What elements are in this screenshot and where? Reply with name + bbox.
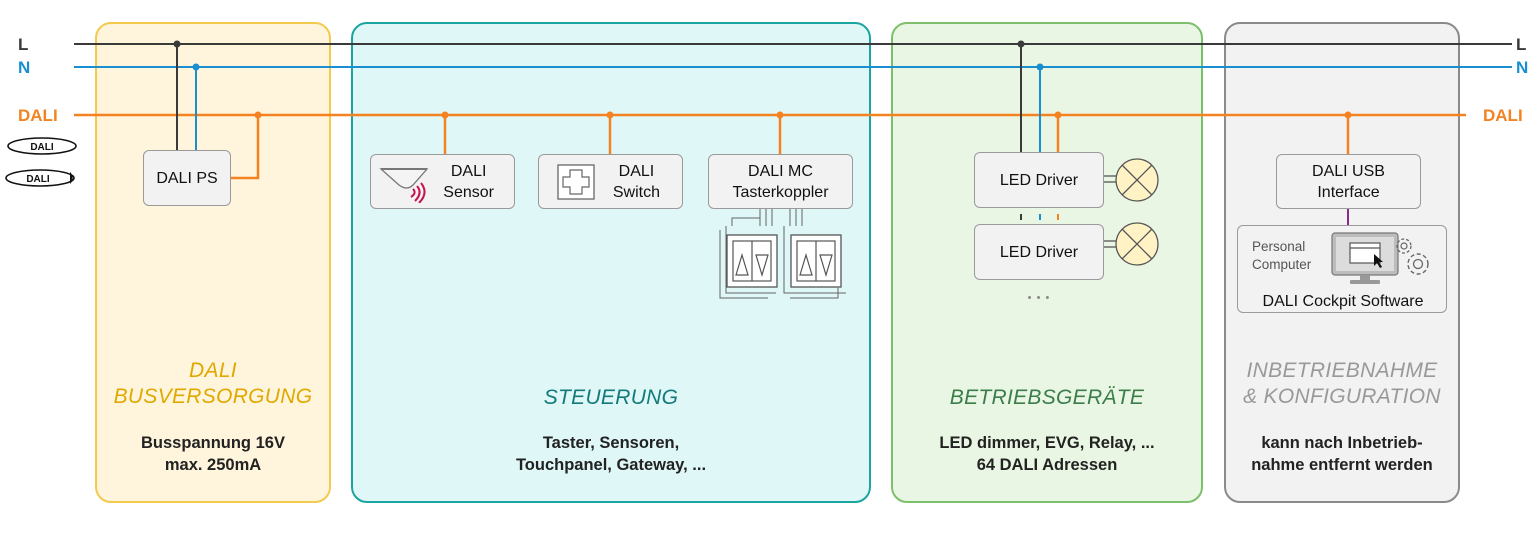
dali-sensor-label: DALI Sensor <box>443 162 494 201</box>
lamp-icon <box>1115 222 1159 266</box>
led-driver-label: LED Driver <box>999 243 1079 261</box>
sensor-icon <box>379 168 429 203</box>
supply-section <box>95 22 331 503</box>
dali-cockpit-software-label: DALI Cockpit Software <box>1262 293 1424 310</box>
dali2-logo-text: DALI <box>26 174 50 185</box>
dali2-logo-icon: DALI <box>5 169 75 187</box>
wire-label-l-right: L <box>1516 35 1527 54</box>
dali-mc-label: DALI MC Tasterkoppler <box>732 162 829 201</box>
dali-ps-label: DALI PS <box>156 169 218 187</box>
dali-switch-box: DALI Switch <box>538 154 683 209</box>
control-description: Taster, Sensoren, Touchpanel, Gateway, .… <box>515 434 707 474</box>
switch-icon <box>557 164 595 200</box>
led-driver-box: LED Driver <box>974 224 1104 280</box>
devices-description: LED dimmer, EVG, Relay, ... 64 DALI Adre… <box>939 434 1155 474</box>
supply-title: DALI BUSVERSORGUNG <box>113 359 313 408</box>
computer-icon <box>1331 232 1429 284</box>
led-driver-label: LED Driver <box>999 171 1079 189</box>
more-devices-ellipsis: • • • <box>1027 292 1051 304</box>
wire-label-l: L <box>18 35 29 54</box>
dali-usb-interface-box: DALI USB Interface <box>1276 154 1421 209</box>
wire-label-dali-right: DALI <box>1483 106 1523 125</box>
pc-label: Personal Computer <box>1252 239 1312 272</box>
devices-title: BETRIEBSGERÄTE <box>949 386 1145 409</box>
dali-usb-interface-label: DALI USB Interface <box>1312 162 1385 201</box>
dali-ps-box: DALI PS <box>143 150 231 206</box>
dali-switch-label: DALI Switch <box>612 162 660 201</box>
control-title: STEUERUNG <box>543 386 679 409</box>
config-description: kann nach Inbetrieb- nahme entfernt werd… <box>1251 434 1433 474</box>
pushbutton-icon <box>790 234 842 288</box>
dali-logo-icon: DALI <box>7 137 77 155</box>
wire-label-n-right: N <box>1516 58 1529 77</box>
config-title: INBETRIEBNAHME & KONFIGURATION <box>1243 359 1441 408</box>
pushbutton-icon <box>726 234 778 288</box>
lamp-icon <box>1115 158 1159 202</box>
dali-sensor-box: DALI Sensor <box>370 154 515 209</box>
pc-box: Personal Computer DALI Cockpit Software <box>1237 225 1447 313</box>
wire-label-n: N <box>18 58 31 77</box>
supply-description: Busspannung 16V max. 250mA <box>141 434 285 474</box>
dali-mc-box: DALI MC Tasterkoppler <box>708 154 853 209</box>
wire-label-dali: DALI <box>18 106 58 125</box>
dali-logo-text: DALI <box>30 142 54 153</box>
led-driver-box: LED Driver <box>974 152 1104 208</box>
